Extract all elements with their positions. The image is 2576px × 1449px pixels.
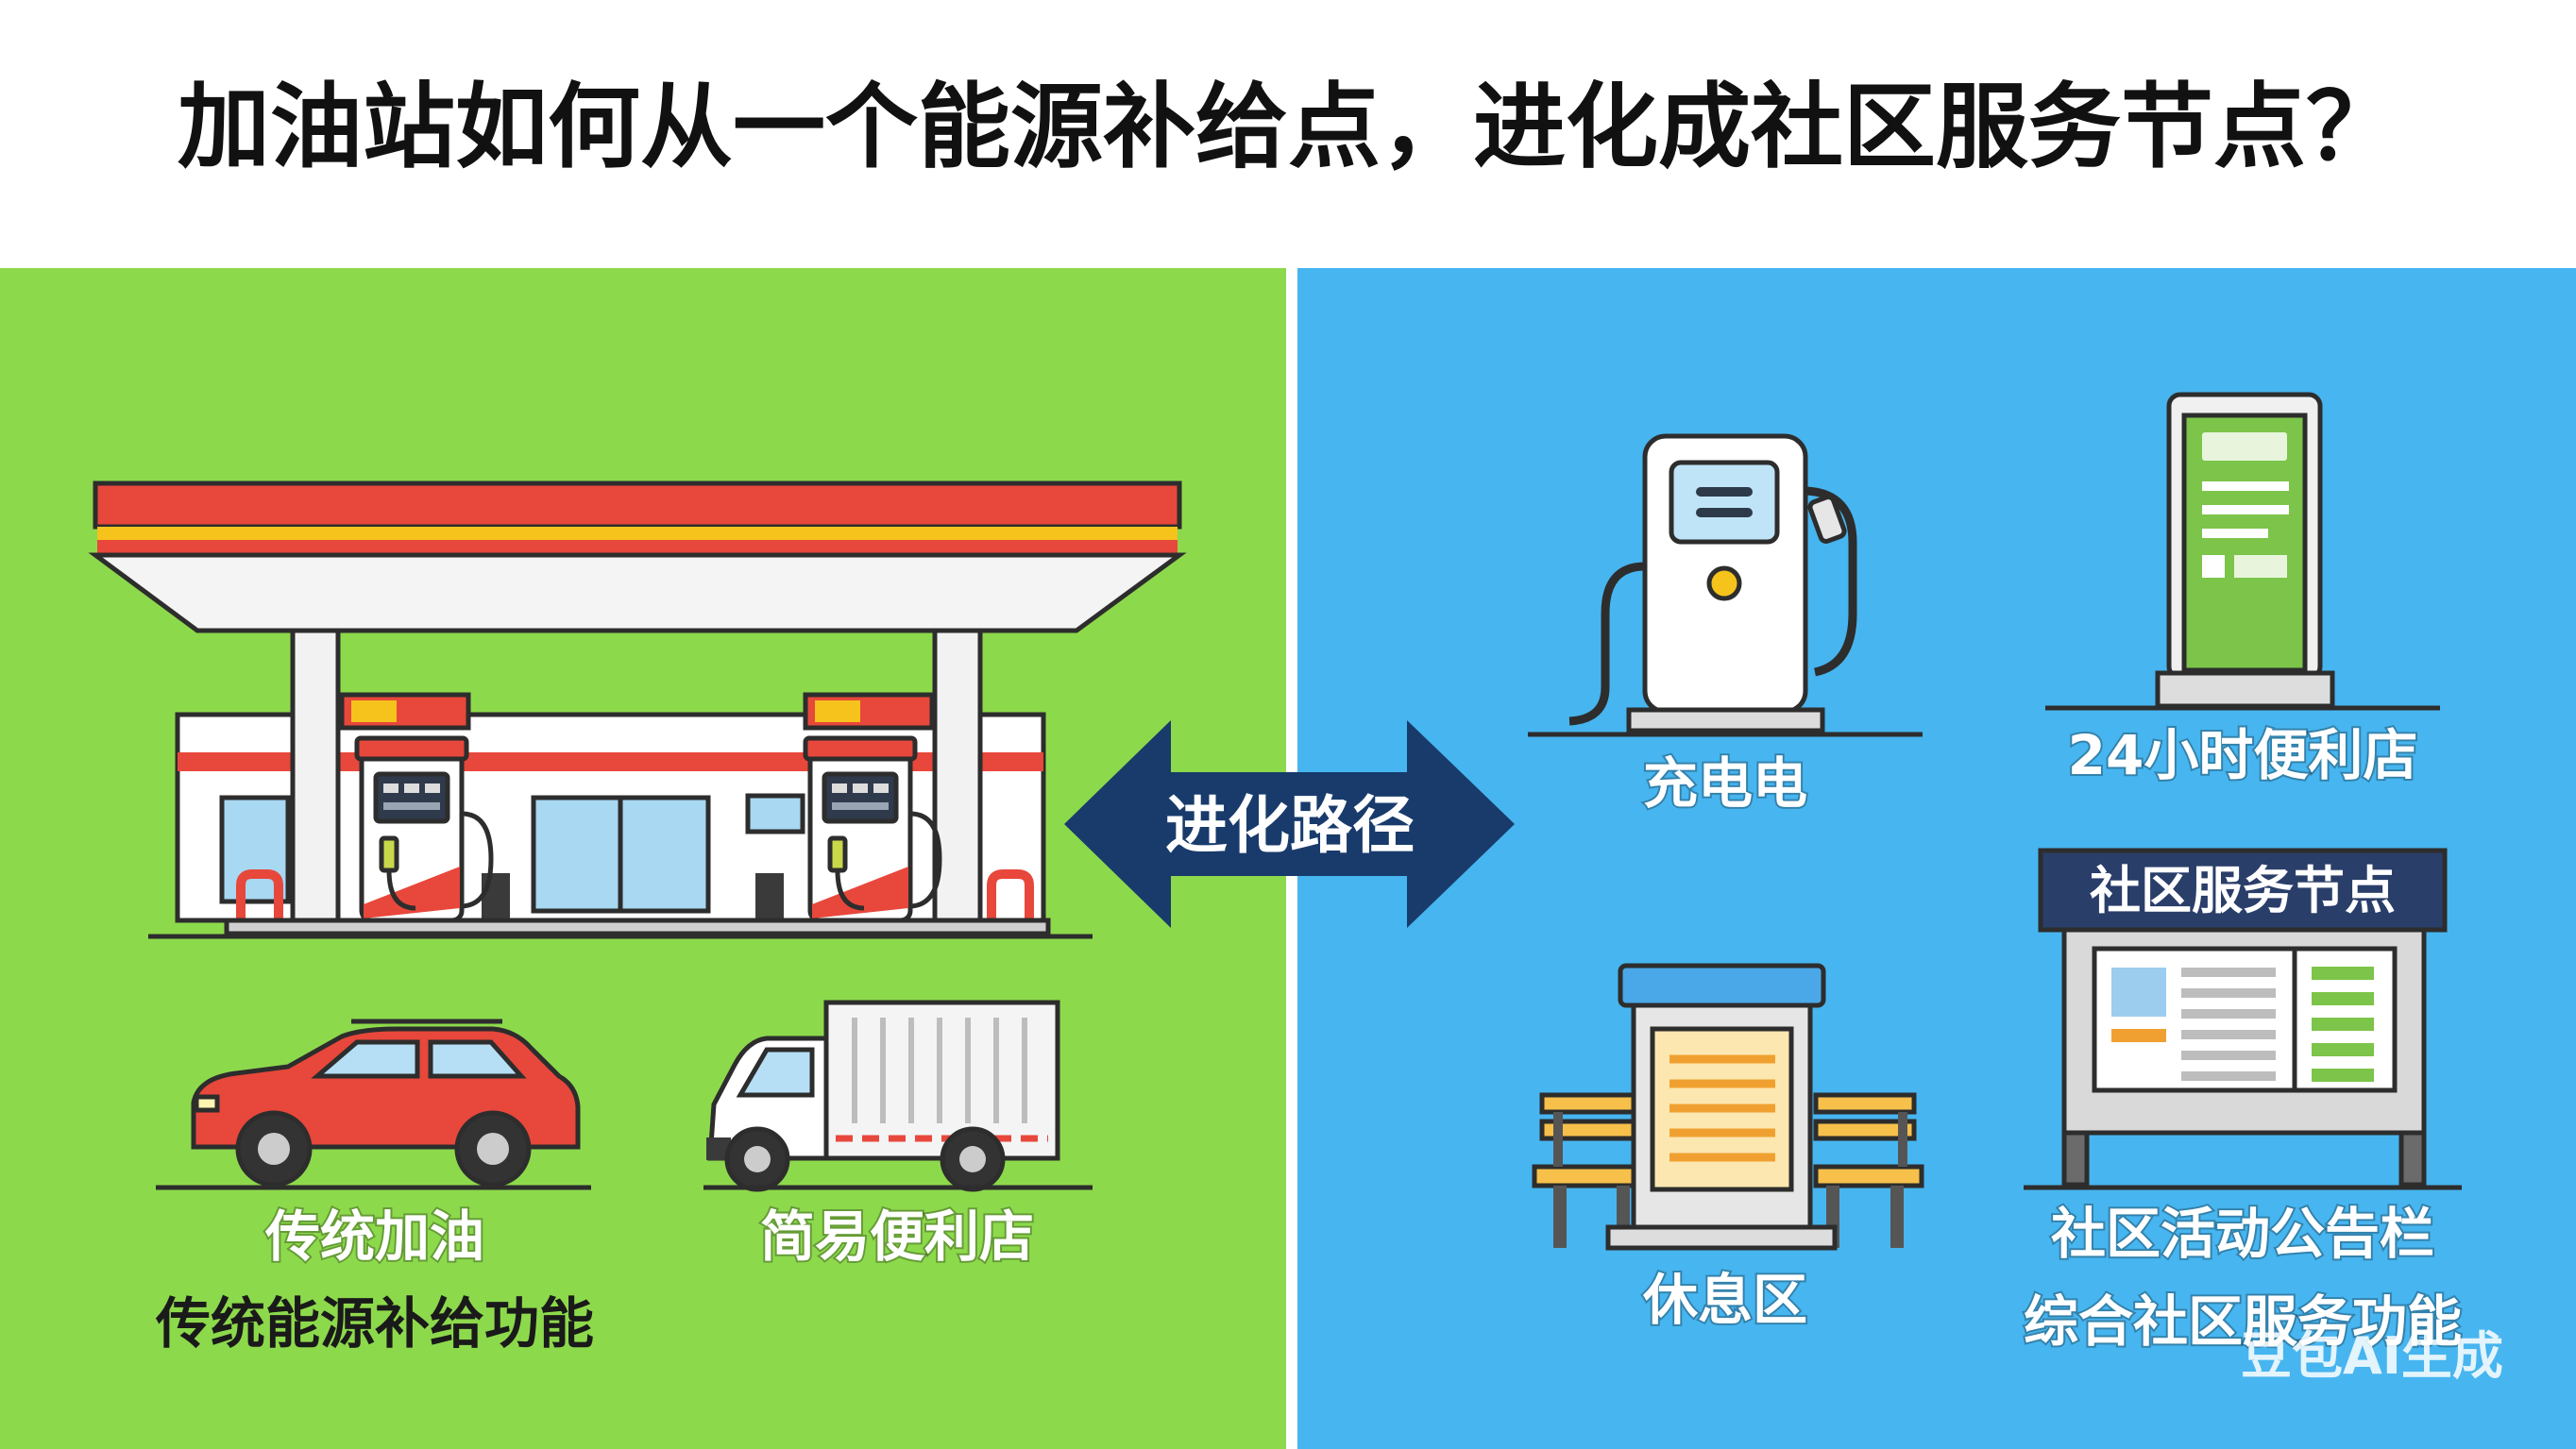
truck-window [736, 1047, 815, 1098]
label-charging: 充电电 [1643, 751, 1807, 816]
canopy-red-stripe [97, 540, 1178, 555]
pillar-sign-right-accent [815, 700, 860, 722]
rest-booth [1605, 963, 1838, 1251]
label-rest-area: 休息区 [1642, 1268, 1807, 1332]
truck-hub-front [744, 1146, 771, 1172]
charger-button [1706, 565, 1742, 601]
car-headlight [194, 1094, 220, 1113]
car-hub-rear [477, 1133, 509, 1165]
pump-digit [425, 783, 440, 793]
booth-panel-lines [1669, 1054, 1775, 1162]
pump-cap [354, 735, 469, 762]
pump-red-stripe [812, 867, 908, 918]
pump-hose [386, 869, 416, 911]
pump-digit [832, 783, 847, 793]
barrier-left [236, 869, 283, 920]
kiosk-line [2202, 481, 2289, 491]
canopy-red-band [93, 480, 1182, 530]
pump-display [822, 771, 899, 824]
kiosk-base [2155, 670, 2335, 709]
fuel-pump-icon [354, 735, 494, 923]
canopy-yellow-stripe [97, 527, 1178, 540]
label-traditional-fueling: 传统加油 [264, 1205, 484, 1269]
label-traditional-function: 传统能源补给功能 [155, 1291, 594, 1356]
board-photo [2111, 968, 2166, 1017]
pump-side-hose [461, 811, 494, 909]
bollard-left [482, 873, 510, 922]
pump-digit [383, 783, 398, 793]
pump-hose [835, 869, 865, 911]
canopy-underside [88, 552, 1187, 633]
arrow-label: 进化路径 [1165, 789, 1415, 862]
pump-digit [383, 802, 440, 810]
label-24h-store: 24小时便利店 [2068, 723, 2418, 787]
pump-nozzle [827, 835, 848, 873]
truck-icon [703, 1000, 1093, 1192]
bench-right [1813, 1092, 1924, 1248]
pump-side-hose [909, 811, 942, 909]
truck-cargo-ribs [852, 1018, 1027, 1123]
pump-digit [873, 783, 889, 793]
car-icon [156, 1019, 591, 1190]
pump-digit [853, 783, 868, 793]
pump-digit [404, 783, 419, 793]
charger-left-cable [1568, 562, 1646, 726]
title-background [0, 0, 2576, 268]
car-window-front [311, 1039, 420, 1079]
forecourt-slab [224, 918, 1051, 936]
barrier-right [987, 869, 1034, 920]
booth-roof [1618, 963, 1826, 1008]
pillar-sign-left-accent [351, 700, 397, 722]
evolution-arrow: 进化路径 [1064, 720, 1515, 928]
pillar-left [290, 587, 341, 925]
board-text-lines [2181, 968, 2276, 1081]
booth-base [1605, 1224, 1838, 1251]
watermark: 豆包AI生成 [2241, 1326, 2503, 1386]
charger-screen-line [1696, 487, 1753, 497]
label-convenience-store: 简易便利店 [760, 1205, 1034, 1269]
kiosk-header-block [2202, 432, 2287, 461]
charger-screen-line [1696, 508, 1753, 517]
kiosk-line [2202, 529, 2268, 538]
kiosk-block [2202, 555, 2225, 578]
window-right [745, 793, 805, 834]
car-window-rear [428, 1039, 527, 1079]
board-header-text: 社区服务节点 [2090, 861, 2396, 920]
label-bulletin: 社区活动公告栏 [2051, 1202, 2434, 1266]
board-tag [2111, 1029, 2166, 1042]
board-green-bars [2312, 967, 2374, 1082]
pillar-right [932, 587, 983, 925]
label-community-function: 综合社区服务功能 [2024, 1289, 2462, 1354]
charger-nozzle [1807, 495, 1847, 544]
ev-charger-icon [1528, 433, 1923, 737]
kiosk-block [2234, 555, 2287, 578]
pump-cap [803, 735, 918, 762]
charger-base [1626, 707, 1825, 733]
truck-hub-rear [959, 1146, 986, 1172]
board-header [2038, 848, 2448, 933]
pump-nozzle [379, 835, 399, 873]
kiosk-line [2202, 505, 2289, 514]
charger-screen [1669, 460, 1780, 545]
pump-digit [832, 802, 889, 810]
bench-icon [1532, 963, 1924, 1251]
bollard-right [755, 873, 784, 922]
car-hub-front [258, 1133, 290, 1165]
double-arrow-icon [1064, 720, 1515, 928]
page-title: 加油站如何从一个能源补给点，进化成社区服务节点？ [178, 74, 2398, 181]
gas-station-icon [88, 480, 1187, 939]
pump-display [373, 771, 450, 824]
kiosk-icon [2045, 392, 2440, 711]
pump-red-stripe [364, 867, 460, 918]
bulletin-board-icon: 社区服务节点 [2024, 848, 2462, 1190]
